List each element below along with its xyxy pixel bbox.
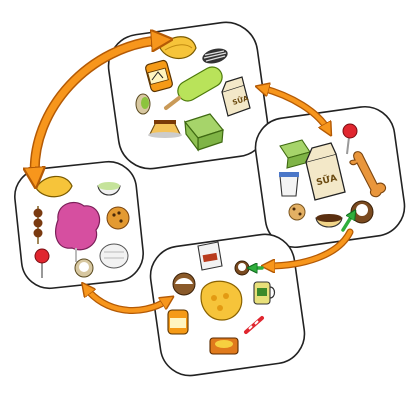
fish-cake-icon: [200, 280, 243, 321]
curry-pan-icon: [209, 337, 239, 355]
pistachio-icon: [135, 93, 151, 115]
green-jelly-icon: [183, 113, 225, 152]
card-right[interactable]: SỮA: [252, 103, 409, 251]
cake-box-icon: [197, 241, 223, 271]
white-bun-icon: [99, 243, 129, 269]
bone-biscuit-icon: [349, 151, 387, 198]
sunflower-seed-icon: [202, 48, 228, 64]
coconut-icon: [172, 272, 196, 296]
arrow-top-right: [262, 88, 328, 130]
cookie-icon: [106, 206, 130, 230]
coconut-icon: [350, 200, 374, 224]
jam-jar-icon: [167, 309, 189, 335]
card-left[interactable]: [12, 159, 146, 291]
coconut-icon: [234, 260, 250, 276]
candy-cane-icon: [244, 316, 264, 334]
cotton-candy-icon: [55, 201, 101, 262]
yogurt-cup-icon: [279, 172, 299, 197]
card-bottom[interactable]: [147, 230, 309, 379]
lollipop-icon: [34, 248, 50, 278]
cookie-icon: [288, 203, 306, 221]
coconut-icon: [74, 258, 94, 278]
tea-mug-icon: [253, 281, 276, 305]
arrow-left-top: [35, 40, 162, 178]
pudding-icon: [315, 214, 343, 228]
arrow-bottom-left: [86, 288, 168, 314]
milk-carton-icon: SỮA: [221, 76, 251, 117]
skewer-icon: [33, 206, 43, 244]
milk-carton-icon: SỮA: [305, 142, 346, 201]
arrow-right-bottom: [252, 214, 353, 268]
lollipop-icon: [342, 123, 358, 155]
